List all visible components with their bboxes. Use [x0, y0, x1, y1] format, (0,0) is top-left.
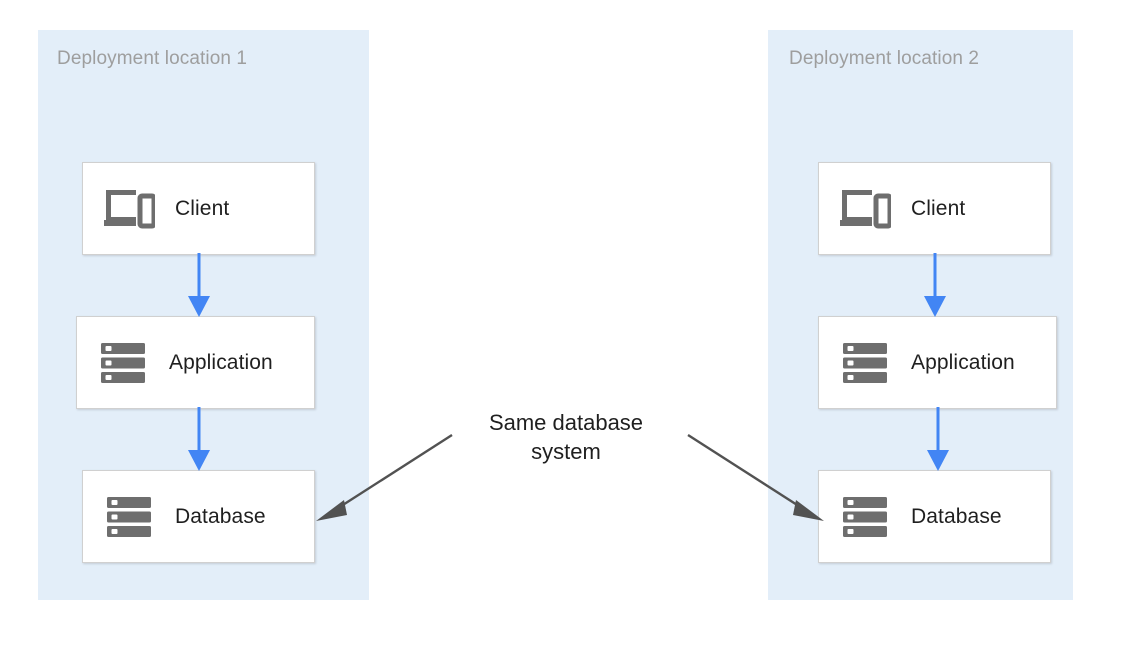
zone-1-flow-application-to-database-arrow — [188, 407, 210, 471]
devices-icon — [840, 189, 891, 228]
zone-1-node-database-label: Database — [175, 504, 266, 528]
zone-1-node-application[interactable]: Application — [76, 316, 315, 409]
zone-2-node-client-label: Client — [911, 196, 966, 220]
zone-2-flow-client-to-application-arrow — [924, 253, 946, 317]
server-icon — [107, 496, 151, 537]
zone-2-node-application-label: Application — [911, 350, 1015, 374]
zone-2-flow-application-to-database-arrow — [927, 407, 949, 471]
callout-label-line2: system — [531, 439, 601, 464]
zone-2-node-client[interactable]: Client — [818, 162, 1051, 255]
zone-2-title: Deployment location 2 — [789, 48, 980, 69]
zone-1-flow-client-to-application-arrow — [188, 253, 210, 317]
callout-arrow-left — [316, 433, 453, 521]
server-icon — [843, 342, 887, 383]
callout-label: Same database system — [442, 408, 690, 466]
zone-1-node-database[interactable]: Database — [82, 470, 315, 563]
devices-icon — [104, 189, 155, 228]
callout-label-line1: Same database — [488, 410, 644, 435]
callout-arrow-right — [687, 433, 824, 521]
zone-2-node-database-label: Database — [911, 504, 1002, 528]
zone-1-title: Deployment location 1 — [57, 48, 248, 69]
server-icon — [843, 496, 887, 537]
zone-2-node-database[interactable]: Database — [818, 470, 1051, 563]
zone-2-node-application[interactable]: Application — [818, 316, 1057, 409]
callout-arrows — [316, 433, 824, 521]
server-icon — [101, 342, 145, 383]
zone-1-node-application-label: Application — [169, 350, 273, 374]
zone-1-node-client[interactable]: Client — [82, 162, 315, 255]
zone-1-node-client-label: Client — [175, 196, 230, 220]
